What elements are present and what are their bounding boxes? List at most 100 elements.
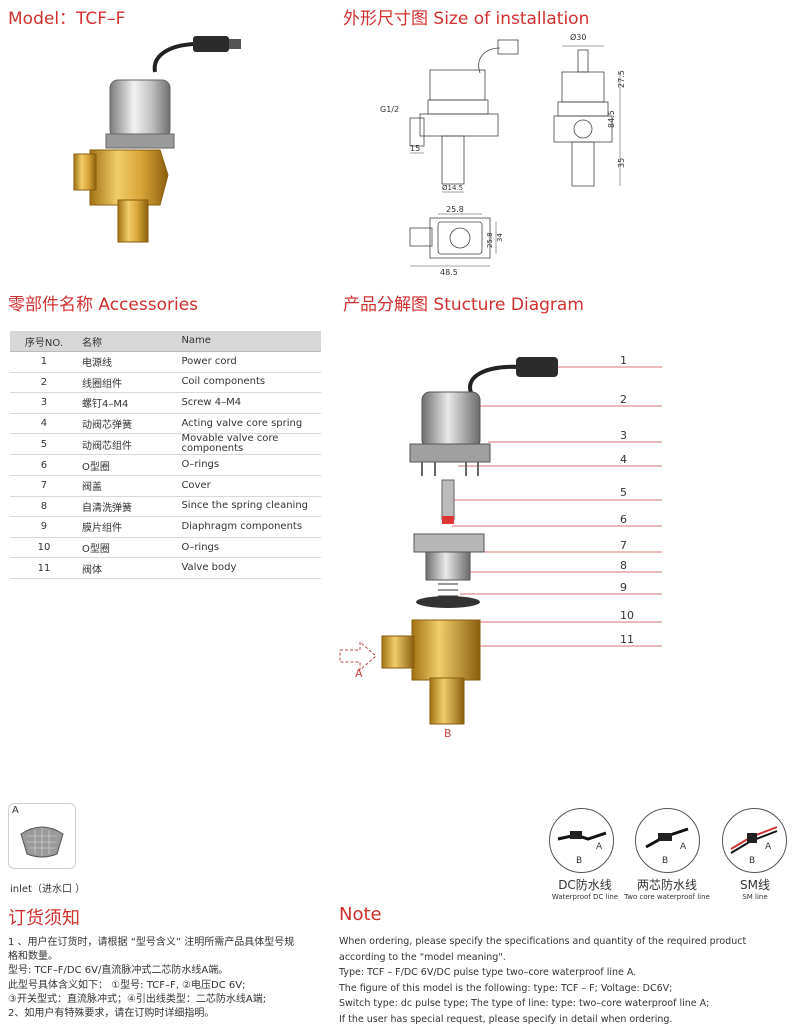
note-line: Switch type: dc pulse type; The type of … — [339, 998, 710, 1010]
inlet-filter-box: A — [8, 803, 76, 869]
row-cn: 阀盖 — [77, 475, 178, 497]
dim-35: 35 — [617, 158, 626, 168]
row-cn: 阀体 — [77, 557, 178, 579]
row-en: O–rings — [177, 454, 321, 476]
callout-4: 4 — [620, 453, 627, 466]
dim-485: 48.5 — [440, 268, 458, 277]
dim-258b: 25.8 — [486, 232, 494, 248]
row-no: 10 — [10, 537, 78, 559]
row-cn: O型圈 — [77, 537, 178, 559]
row-en: Cover — [177, 475, 321, 497]
sm-wire-cn: SM线 — [740, 878, 770, 892]
order-line: 格和数量。 — [8, 951, 58, 963]
row-en: Movable valve core components — [177, 433, 321, 456]
row-cn: 自清洗弹簧 — [77, 496, 178, 518]
row-no: 11 — [10, 557, 78, 579]
inlet-label: A — [12, 805, 19, 816]
product-photo — [73, 36, 241, 243]
note-line: according to the "model meaning". — [339, 951, 506, 963]
order-line: 此型号具体含义如下： ①型号: TCF–F, ②电压DC 6V; — [8, 979, 246, 991]
row-cn: 电源线 — [77, 351, 178, 373]
row-cn: 线圈组件 — [77, 372, 178, 394]
callout-5: 5 — [620, 486, 627, 499]
header-cn-name: 名称 — [77, 331, 178, 352]
dim-275: 27.5 — [617, 70, 626, 88]
note-text: When ordering, please specify the specif… — [339, 934, 746, 1028]
dim-g12: G1/2 — [380, 105, 399, 114]
header-en-name: Name — [177, 331, 321, 352]
row-en: O–rings — [177, 537, 321, 559]
two-core-wire-icon: A B — [635, 808, 700, 873]
row-cn: O型圈 — [77, 454, 178, 476]
dim-phi30: Ø30 — [570, 32, 586, 42]
dim-15: 15 — [410, 144, 420, 153]
row-cn: 动阀芯组件 — [77, 433, 178, 456]
structure-title: 产品分解图 Stucture Diagram — [343, 295, 584, 315]
note-title: Note — [339, 904, 382, 925]
row-no: 4 — [10, 413, 78, 435]
dc-wire-icon: A B — [549, 808, 614, 873]
callout-3: 3 — [620, 429, 627, 442]
order-line: 2、如用户有特殊要求，请在订购时详细指明。 — [8, 1008, 215, 1020]
two-core-wire-b: B — [662, 856, 669, 866]
note-line: If the user has special request, please … — [339, 1013, 673, 1025]
dc-wire-a: A — [596, 842, 603, 852]
flow-label-b: B — [444, 727, 452, 740]
note-line: Type: TCF – F/DC 6V/DC pulse type two–co… — [339, 967, 637, 979]
row-no: 7 — [10, 475, 78, 497]
two-core-wire-en: Two core waterproof line — [624, 893, 710, 901]
callout-11: 11 — [620, 633, 634, 646]
dc-wire-b: B — [576, 856, 583, 866]
row-no: 9 — [10, 516, 78, 538]
row-no: 3 — [10, 392, 78, 414]
note-line: When ordering, please specify the specif… — [339, 936, 747, 947]
dc-wire-en: Waterproof DC line — [551, 893, 619, 901]
order-line: 型号: TCF–F/DC 6V/直流脉冲式二芯防水线A端。 — [8, 965, 229, 977]
order-line: ③开关型式：直流脉冲式；④引出线类型：二芯防水线A端; — [8, 993, 267, 1005]
dim-258a: 25.8 — [446, 205, 464, 214]
sm-wire-icon: A B — [722, 808, 787, 873]
sm-wire-a: A — [765, 842, 772, 852]
row-cn: 膜片组件 — [77, 516, 178, 538]
header-no: 序号NO. — [10, 331, 78, 352]
callout-10: 10 — [620, 609, 634, 622]
callout-2: 2 — [620, 393, 627, 406]
dim-845: 84.5 — [607, 110, 616, 128]
row-en: Since the spring cleaning — [177, 496, 321, 518]
row-en: Acting valve core spring — [177, 413, 321, 435]
flow-label-a: A — [355, 667, 363, 680]
row-en: Coil components — [177, 372, 321, 394]
row-en: Screw 4–M4 — [177, 392, 321, 414]
structure-diagram — [339, 357, 662, 725]
dim-34: 34 — [496, 233, 504, 242]
callout-7: 7 — [620, 539, 627, 552]
callout-8: 8 — [620, 559, 627, 572]
row-en: Diaphragm components — [177, 516, 321, 538]
model-title: Model：TCF–F — [8, 9, 126, 29]
row-no: 5 — [10, 433, 78, 456]
order-title: 订货须知 — [8, 908, 80, 929]
accessories-title: 零部件名称 Accessories — [8, 295, 199, 315]
order-line: 1 、用户在订货时，请根据 “型号含义” 注明所需产品具体型号规 — [8, 937, 295, 948]
order-text: 1 、用户在订货时，请根据 “型号含义” 注明所需产品具体型号规 格和数量。 型… — [8, 936, 294, 1021]
callout-1: 1 — [620, 354, 627, 367]
row-no: 6 — [10, 454, 78, 476]
table-header-row: 序号NO. 名称 Name — [10, 331, 321, 352]
row-en: Valve body — [177, 557, 321, 579]
installation-drawing: Ø30 G1/2 15 Ø14.5 27.5 84.5 35 25.8 25.8… — [380, 32, 626, 277]
row-no: 8 — [10, 496, 78, 518]
two-core-wire-a: A — [680, 842, 687, 852]
size-title: 外形尺寸图 Size of installation — [343, 9, 590, 29]
sm-wire-en: SM line — [742, 893, 768, 901]
two-core-wire-cn: 两芯防水线 — [636, 878, 697, 892]
